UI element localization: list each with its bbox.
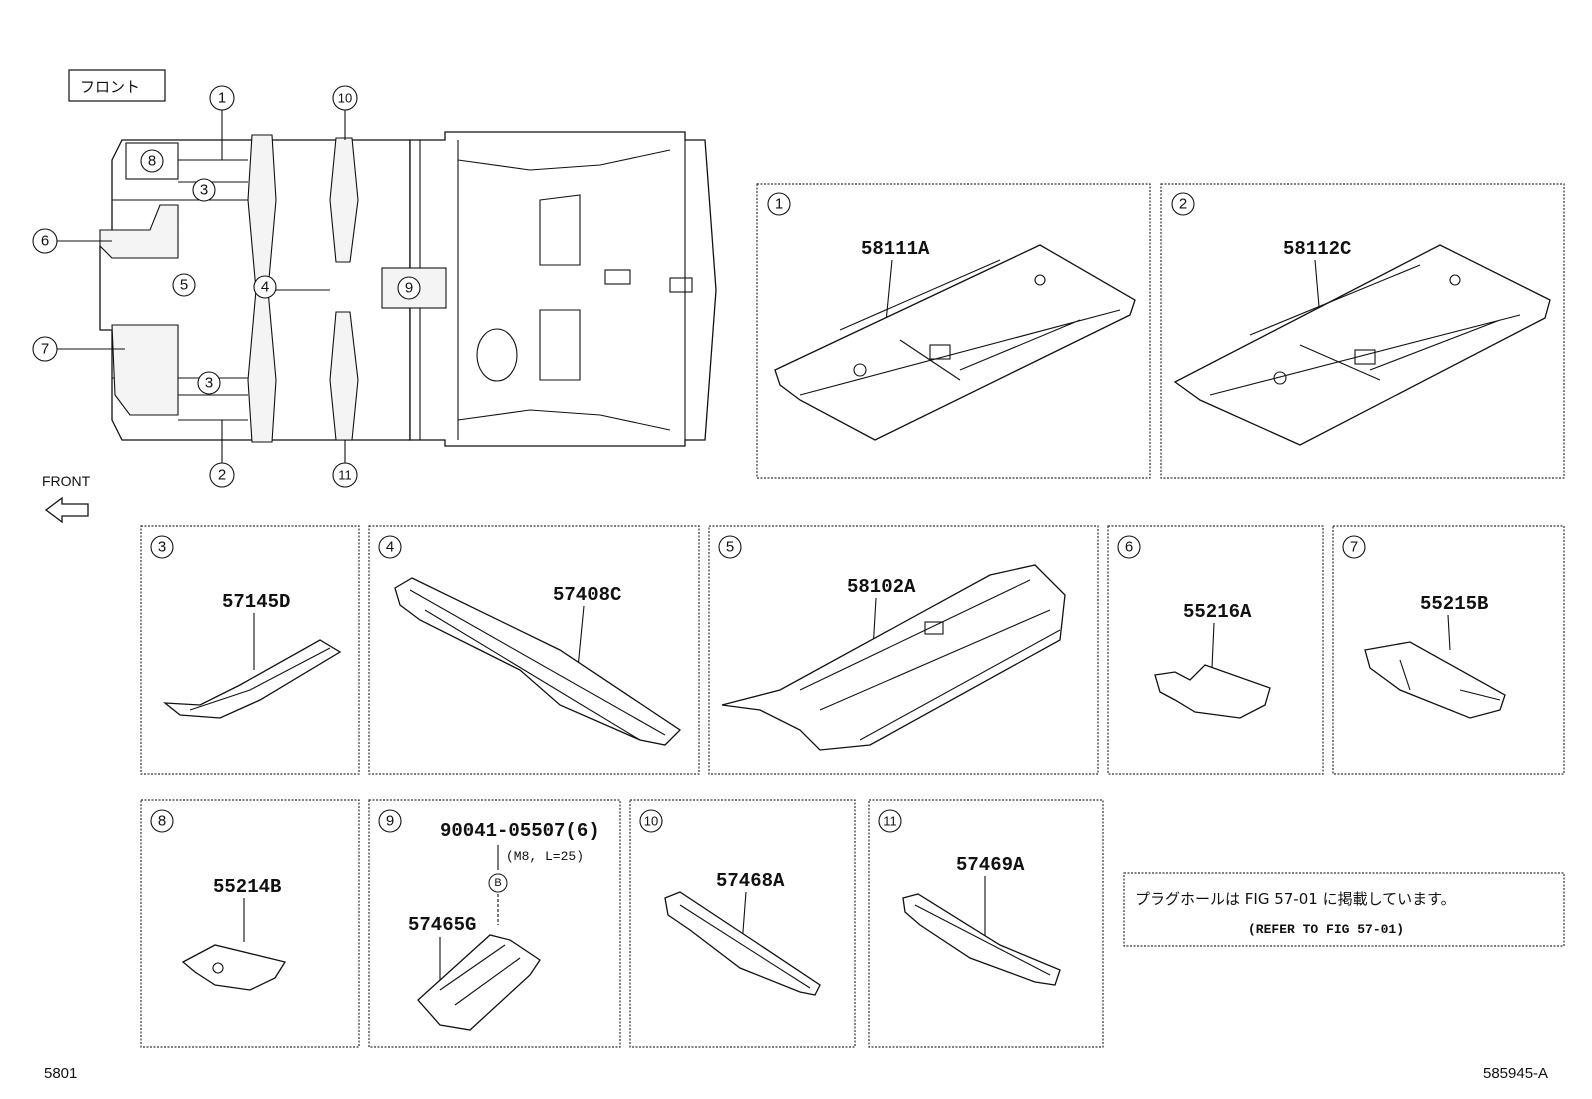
panel-4: 4 57408C — [368, 525, 700, 775]
panel-6: 6 55216A — [1107, 525, 1324, 775]
panel-1-part-drawing — [774, 244, 1136, 441]
panel-3-part-number: 57145D — [222, 591, 290, 613]
panel-5: 5 58102A — [708, 525, 1099, 775]
front-en-label: FRONT — [42, 473, 91, 489]
panel-6-index: 6 — [1125, 539, 1133, 556]
callout-1: 1 — [218, 90, 226, 107]
panel-2-index: 2 — [1179, 196, 1187, 213]
panel-9-bolt-spec: (M8, L=25) — [506, 849, 584, 864]
note-jp: プラグホールは FIG 57-01 に掲載しています。 — [1135, 890, 1456, 908]
panel-6-part-number: 55216A — [1183, 601, 1252, 623]
panel-9: 9 90041-05507(6) (M8, L=25) B 57465G — [368, 799, 621, 1048]
panel-9-bolt-part-number: 90041-05507(6) — [440, 820, 600, 842]
panel-6-part-drawing — [1154, 664, 1271, 719]
panel-1-index: 1 — [775, 196, 783, 213]
panel-2: 2 58112C — [1160, 183, 1565, 479]
panel-1: 1 58111A — [756, 183, 1151, 479]
panel-4-part-drawing — [394, 577, 682, 746]
panel-3-index: 3 — [158, 539, 166, 556]
panel-3-part-drawing — [163, 639, 342, 719]
panel-10-index: 10 — [644, 814, 658, 829]
callout-11: 11 — [338, 468, 352, 483]
callout-6: 6 — [41, 233, 49, 250]
callout-4: 4 — [261, 279, 269, 296]
panel-2-part-number: 58112C — [1283, 238, 1351, 260]
callout-3b: 3 — [205, 375, 213, 392]
front-jp-box — [68, 69, 166, 102]
panel-9-bolt-marker: B — [494, 877, 501, 889]
panel-8-part-drawing — [181, 944, 287, 991]
panel-5-part-number: 58102A — [847, 576, 916, 598]
panel-9-index: 9 — [386, 813, 394, 830]
panel-1-part-number: 58111A — [861, 238, 930, 260]
panel-7: 7 55215B — [1332, 525, 1565, 775]
panel-7-index: 7 — [1350, 539, 1358, 556]
callout-5: 5 — [180, 277, 188, 294]
panel-8: 8 55214B — [140, 799, 360, 1048]
footer-left: 5801 — [44, 1065, 77, 1082]
panel-5-part-drawing — [721, 564, 1066, 751]
note-box: プラグホールは FIG 57-01 に掲載しています。 (REFER TO FI… — [1123, 872, 1565, 947]
panel-9-part-drawing — [417, 934, 541, 1031]
panel-7-part-number: 55215B — [1420, 593, 1488, 615]
callout-8: 8 — [148, 153, 156, 170]
panel-10-part-number: 57468A — [716, 870, 785, 892]
panel-11-index: 11 — [883, 814, 897, 829]
panel-8-index: 8 — [158, 813, 166, 830]
callout-9: 9 — [405, 280, 413, 297]
panel-11: 11 57469A — [868, 799, 1104, 1048]
note-en: (REFER TO FIG 57-01) — [1248, 922, 1404, 937]
panel-10: 10 57468A — [629, 799, 856, 1048]
panel-5-index: 5 — [726, 539, 734, 556]
panel-2-part-drawing — [1173, 244, 1551, 446]
panel-4-part-number: 57408C — [553, 584, 621, 606]
overview-callouts: 1 2 3 3 4 5 6 7 8 9 10 11 — [32, 85, 421, 488]
front-arrow-icon — [44, 496, 89, 524]
panel-3: 3 57145D — [140, 525, 360, 775]
footer-right: 585945-A — [1483, 1065, 1548, 1082]
callout-2: 2 — [218, 467, 226, 484]
callout-3a: 3 — [200, 182, 208, 199]
panel-9-part-number: 57465G — [408, 914, 476, 936]
front-jp-label: フロント — [80, 78, 140, 96]
panel-7-part-drawing — [1364, 641, 1506, 719]
panel-4-index: 4 — [386, 539, 394, 556]
panel-8-part-number: 55214B — [213, 876, 281, 898]
floor-overview — [99, 131, 717, 447]
panel-11-part-number: 57469A — [956, 854, 1025, 876]
callout-7: 7 — [41, 341, 49, 358]
callout-10: 10 — [338, 91, 352, 106]
